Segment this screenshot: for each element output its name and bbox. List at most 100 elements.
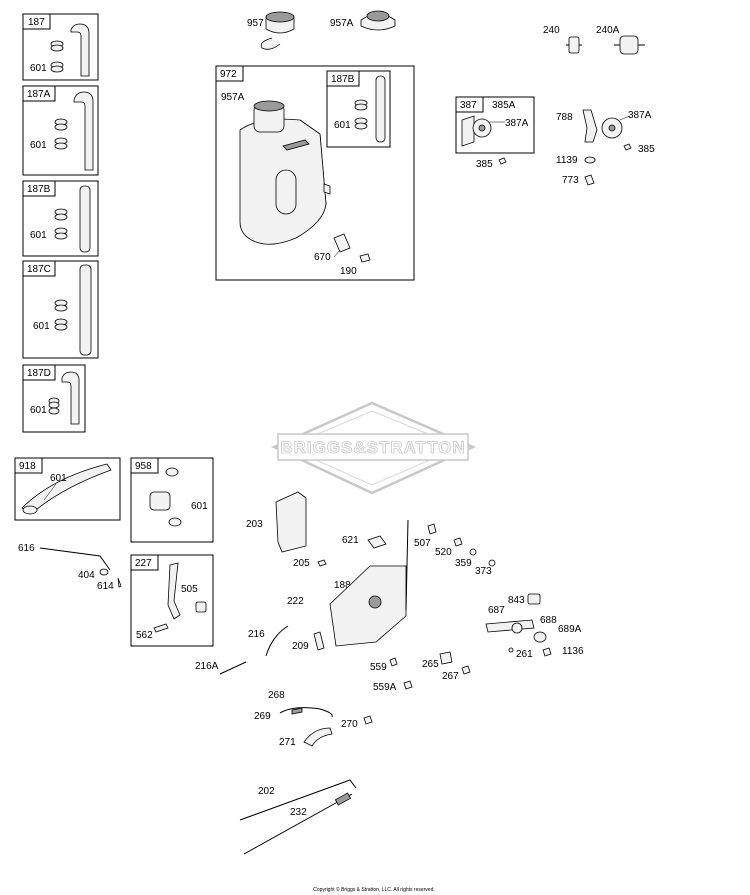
kit-227[interactable]: 227 505 562 bbox=[130, 554, 214, 647]
label-387a: 387A bbox=[628, 110, 652, 121]
kit-918-title: 918 bbox=[19, 461, 36, 472]
label-205: 205 bbox=[293, 558, 310, 569]
label-385-left: 385 bbox=[476, 159, 493, 170]
brand-watermark: BRIGGS&STRATTON bbox=[271, 401, 477, 495]
label-232: 232 bbox=[290, 807, 307, 818]
part-216a-link[interactable]: 216A bbox=[195, 661, 247, 675]
kit-187d[interactable]: 187D 601 bbox=[22, 364, 86, 433]
kit-972-item-957a: 957A bbox=[221, 92, 245, 103]
part-261[interactable] bbox=[508, 647, 514, 653]
part-373[interactable] bbox=[488, 559, 496, 567]
part-222-control-plate[interactable]: 222 bbox=[287, 519, 409, 647]
label-216: 216 bbox=[248, 629, 265, 640]
part-271-bracket[interactable]: 271 bbox=[279, 727, 333, 748]
part-1139-washer[interactable] bbox=[584, 156, 596, 164]
part-387a-valve[interactable]: 387A bbox=[601, 110, 652, 139]
label-267: 267 bbox=[442, 671, 459, 682]
label-1139: 1139 bbox=[556, 155, 578, 166]
part-773-knob[interactable] bbox=[584, 174, 595, 186]
kit-958[interactable]: 958 601 bbox=[130, 457, 214, 543]
label-188: 188 bbox=[334, 580, 351, 591]
label-359: 359 bbox=[455, 558, 472, 569]
kit-187d-item-601: 601 bbox=[30, 405, 47, 416]
part-614-pin[interactable] bbox=[117, 577, 122, 588]
watermark-text: BRIGGS&STRATTON bbox=[280, 438, 465, 457]
part-559[interactable] bbox=[389, 657, 398, 667]
label-269: 269 bbox=[254, 711, 271, 722]
kit-187c-item-601: 601 bbox=[33, 321, 50, 332]
kit-958-item-601: 601 bbox=[191, 501, 208, 512]
kit-187-item-601: 601 bbox=[30, 63, 47, 74]
label-559: 559 bbox=[370, 662, 387, 673]
label-270: 270 bbox=[341, 719, 358, 730]
kit-972-nested-item-601: 601 bbox=[334, 120, 351, 131]
label-240: 240 bbox=[543, 25, 560, 36]
label-268: 268 bbox=[268, 690, 285, 701]
part-209-spring[interactable] bbox=[313, 631, 325, 651]
kit-387-item-387a: 387A bbox=[505, 118, 529, 129]
part-616-shaft[interactable]: 616 bbox=[18, 543, 111, 571]
part-240-fuel-filter[interactable]: 240 bbox=[543, 25, 582, 54]
kit-918-item-601: 601 bbox=[50, 473, 67, 484]
label-957: 957 bbox=[247, 18, 264, 29]
part-559a[interactable] bbox=[403, 680, 413, 690]
part-265[interactable] bbox=[439, 651, 453, 665]
kit-187c-title: 187C bbox=[27, 264, 51, 275]
label-385-right: 385 bbox=[638, 144, 655, 155]
label-616: 616 bbox=[18, 543, 35, 554]
label-190: 190 bbox=[340, 266, 357, 277]
label-773: 773 bbox=[562, 175, 579, 186]
part-385-right[interactable] bbox=[623, 143, 632, 151]
part-621-clip[interactable]: 621 bbox=[342, 535, 387, 549]
kit-972-fuel-tank[interactable]: 972 957A 670 190 187B 601 bbox=[215, 65, 415, 281]
part-385-left[interactable] bbox=[498, 157, 507, 165]
kit-387[interactable]: 387 385A 387A bbox=[455, 96, 535, 154]
part-267[interactable] bbox=[461, 665, 471, 675]
label-271: 271 bbox=[279, 737, 296, 748]
label-240a: 240A bbox=[596, 25, 620, 36]
label-621: 621 bbox=[342, 535, 359, 546]
kit-187[interactable]: 187 601 bbox=[22, 13, 99, 81]
label-202: 202 bbox=[258, 786, 275, 797]
part-268-269-cable[interactable]: 268 269 bbox=[254, 690, 333, 722]
label-670: 670 bbox=[314, 252, 331, 263]
label-373: 373 bbox=[475, 566, 492, 577]
kit-972-title: 972 bbox=[220, 69, 237, 80]
kit-187b[interactable]: 187B 601 bbox=[22, 180, 99, 257]
part-520[interactable] bbox=[453, 537, 463, 547]
label-1136: 1136 bbox=[562, 646, 584, 657]
part-404-washer[interactable] bbox=[99, 568, 109, 576]
part-1136[interactable] bbox=[542, 647, 552, 657]
part-688[interactable] bbox=[511, 622, 523, 634]
copyright-notice: Copyright © Briggs & Stratton, LLC. All … bbox=[313, 886, 435, 893]
label-265: 265 bbox=[422, 659, 439, 670]
label-507: 507 bbox=[414, 538, 431, 549]
part-205-screw[interactable] bbox=[317, 559, 327, 567]
kit-918[interactable]: 918 601 bbox=[14, 457, 121, 521]
kit-187c[interactable]: 187C 601 bbox=[22, 260, 99, 359]
label-222: 222 bbox=[287, 596, 304, 607]
part-788-bracket[interactable]: 788 bbox=[556, 109, 598, 143]
kit-187a[interactable]: 187A 601 bbox=[22, 85, 99, 176]
part-689a[interactable] bbox=[533, 631, 547, 643]
part-232-cable[interactable]: 232 bbox=[243, 792, 353, 855]
part-507[interactable] bbox=[427, 523, 437, 535]
kit-972-nested-title: 187B bbox=[331, 74, 355, 85]
label-209: 209 bbox=[292, 641, 309, 652]
part-957a-fuel-cap[interactable]: 957A bbox=[330, 10, 396, 31]
part-216-link[interactable]: 216 bbox=[248, 625, 289, 657]
label-689a: 689A bbox=[558, 624, 582, 635]
kit-972-nested-187b[interactable]: 187B 601 bbox=[326, 70, 391, 148]
kit-187a-item-601: 601 bbox=[30, 140, 47, 151]
part-202-rod[interactable]: 202 bbox=[239, 779, 357, 821]
part-957-fuel-cap[interactable]: 957 bbox=[247, 11, 295, 50]
kit-958-title: 958 bbox=[135, 461, 152, 472]
kit-187a-title: 187A bbox=[27, 89, 51, 100]
part-203-bracket[interactable]: 203 bbox=[246, 491, 307, 553]
part-359[interactable] bbox=[469, 548, 477, 556]
label-559a: 559A bbox=[373, 682, 397, 693]
label-788: 788 bbox=[556, 112, 573, 123]
part-240a-fuel-filter[interactable]: 240A bbox=[596, 25, 645, 55]
part-270[interactable] bbox=[363, 715, 373, 725]
